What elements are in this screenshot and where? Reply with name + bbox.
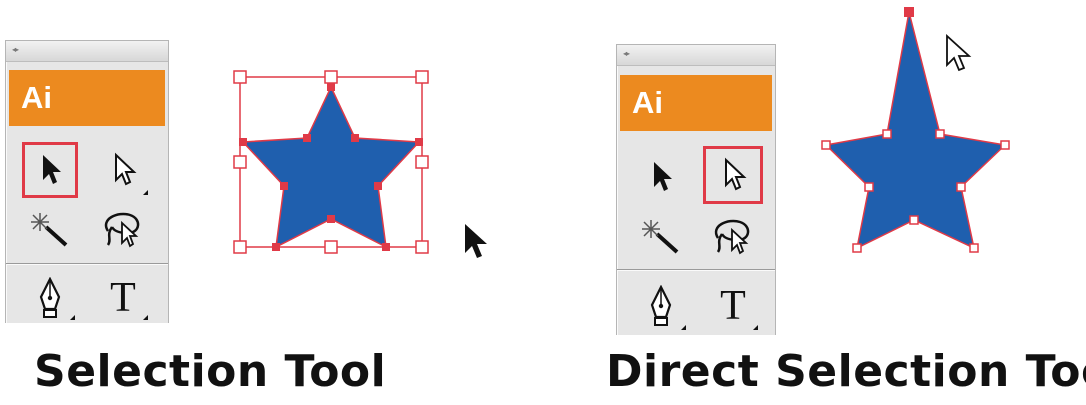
type-t-icon: T [720,283,746,329]
lasso-tool-button[interactable] [95,201,151,257]
panel-header[interactable]: ◂▸ [617,45,775,66]
flyout-indicator-icon [681,325,686,330]
black-arrow-icon [654,162,672,191]
flyout-indicator-icon [143,190,148,195]
pen-tool-button[interactable] [633,279,689,333]
caption-selection-tool: Selection Tool [34,346,387,397]
white-arrow-icon [725,157,747,191]
bounding-box-handles [233,70,429,254]
direct-selection-tool-button[interactable] [95,142,151,198]
magic-wand-icon [642,220,679,254]
black-arrow-icon [43,155,61,184]
pen-icon [650,285,672,326]
panel-divider [6,263,168,264]
selection-tool-button[interactable] [633,149,689,205]
star-selected-bounding-box [233,70,429,254]
pen-tool-button[interactable] [22,273,78,323]
unselected-anchor-points [821,129,1010,253]
flyout-indicator-icon [70,315,75,320]
caption-direct-selection-tool: Direct Selection Tool [606,346,1086,397]
tools-panel-right: ◂▸ Ai T [616,44,776,335]
type-t-icon: T [110,275,136,321]
black-arrow-cursor-icon [465,224,487,258]
lasso-icon [104,212,140,248]
selection-tool-button[interactable] [22,142,78,198]
blue-star-shape[interactable] [824,11,1007,250]
type-tool-button[interactable]: T [95,273,151,323]
lasso-icon [714,219,750,255]
panel-grip-icon[interactable]: ◂▸ [12,45,19,54]
tools-panel-left: ◂▸ Ai T [5,40,169,323]
flyout-indicator-icon [143,315,148,320]
direct-selection-tool-button[interactable] [703,146,763,204]
star-direct-selected [821,7,1010,253]
flyout-indicator-icon [753,325,758,330]
illustrator-logo: Ai [9,70,165,126]
panel-divider [617,269,775,270]
white-arrow-icon [115,152,137,186]
lasso-tool-button[interactable] [705,208,761,264]
magic-wand-icon [31,213,68,247]
selected-anchor-point[interactable] [904,7,914,17]
type-tool-button[interactable]: T [705,279,761,333]
panel-header[interactable]: ◂▸ [6,41,168,62]
pen-icon [39,277,61,318]
magic-wand-tool-button[interactable] [633,208,689,264]
magic-wand-tool-button[interactable] [22,201,78,257]
panel-grip-icon[interactable]: ◂▸ [623,49,630,58]
illustrator-logo: Ai [620,75,772,131]
white-arrow-cursor-icon [946,34,972,72]
